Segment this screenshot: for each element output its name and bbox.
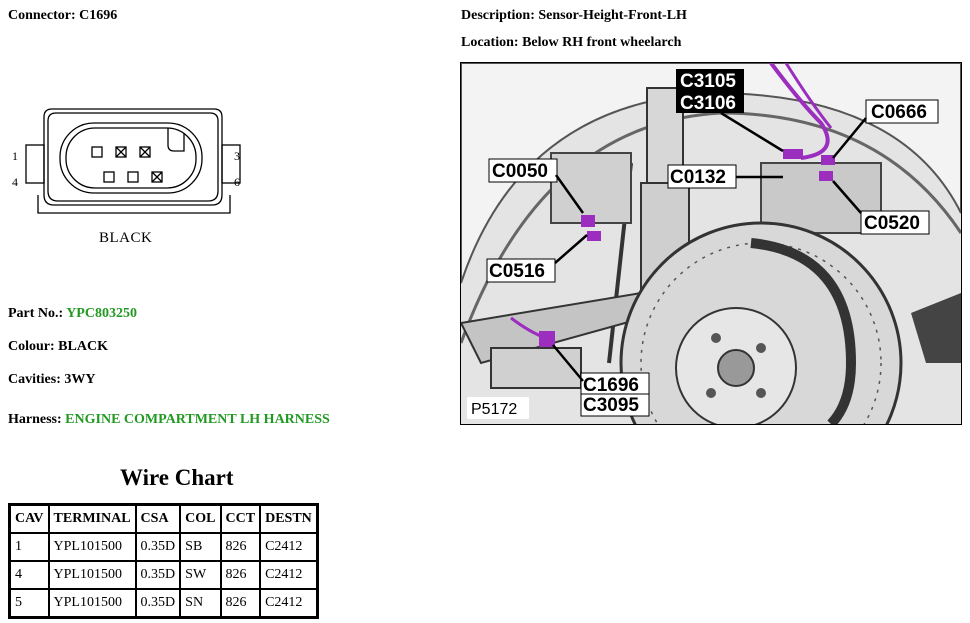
pin-number-1: 1 (12, 149, 18, 163)
cell-col: SB (179, 532, 222, 562)
table-row: 4 YPL101500 0.35D SW 826 C2412 (8, 560, 319, 590)
cell-cct: 826 (219, 532, 262, 562)
location-photo: C3105 C3106 C0666 C0050 C0132 C0520 C051… (460, 62, 962, 425)
colour-line: Colour: BLACK (8, 339, 108, 355)
cell-cav: 5 (8, 588, 50, 619)
description-label: Description: (461, 8, 535, 23)
cell-csa: 0.35D (134, 560, 182, 590)
wire-chart-table: CAV TERMINAL CSA COL CCT DESTN 1 YPL1015… (8, 503, 319, 619)
connector-value: C1696 (79, 8, 118, 23)
connector-label: Connector: (8, 8, 76, 23)
cell-cct: 826 (219, 588, 262, 619)
callout-c0666: C0666 (871, 102, 927, 123)
callout-c0520: C0520 (864, 213, 920, 234)
col-col: COL (179, 503, 222, 534)
table-row: 1 YPL101500 0.35D SB 826 C2412 (8, 532, 319, 562)
cavities-label: Cavities: (8, 372, 61, 387)
part-number-link[interactable]: YPC803250 (66, 306, 137, 321)
photo-reference: P5172 (471, 401, 517, 418)
table-header-row: CAV TERMINAL CSA COL CCT DESTN (8, 503, 319, 534)
cell-csa: 0.35D (134, 588, 182, 619)
description-line: Description: Sensor-Height-Front-LH (461, 8, 687, 24)
cell-col: SN (179, 588, 222, 619)
table-row: 5 YPL101500 0.35D SN 826 C2412 (8, 588, 319, 619)
harness-label: Harness: (8, 412, 62, 427)
callout-c0132: C0132 (670, 167, 726, 188)
cell-cav: 4 (8, 560, 50, 590)
diagram-colour-label: BLACK (99, 230, 153, 246)
harness-link[interactable]: ENGINE COMPARTMENT LH HARNESS (65, 412, 330, 427)
cell-col: SW (179, 560, 222, 590)
cell-terminal: YPL101500 (47, 560, 137, 590)
description-value: Sensor-Height-Front-LH (538, 8, 687, 23)
connector-face-diagram: 1 4 3 6 (12, 108, 241, 214)
harness-line: Harness: ENGINE COMPARTMENT LH HARNESS (8, 412, 330, 428)
cell-cct: 826 (219, 560, 262, 590)
callout-c0516: C0516 (489, 261, 545, 282)
part-label: Part No.: (8, 306, 64, 321)
col-destn: DESTN (259, 503, 319, 534)
callout-c3105: C3105 (680, 71, 736, 92)
callout-c0050: C0050 (492, 161, 548, 182)
col-cct: CCT (219, 503, 262, 534)
pin-number-3: 3 (234, 149, 240, 163)
callout-c1696: C1696 (583, 375, 639, 396)
colour-label: Colour: (8, 339, 55, 354)
connector-line: Connector: C1696 (8, 8, 117, 24)
location-value: Below RH front wheelarch (522, 35, 682, 50)
col-terminal: TERMINAL (47, 503, 137, 534)
cavities-line: Cavities: 3WY (8, 372, 96, 388)
col-cav: CAV (8, 503, 50, 534)
location-label: Location: (461, 35, 519, 50)
colour-value: BLACK (58, 339, 108, 354)
cell-destn: C2412 (259, 560, 319, 590)
part-line: Part No.: YPC803250 (8, 306, 137, 322)
cavities-value: 3WY (64, 372, 96, 387)
cell-destn: C2412 (259, 588, 319, 619)
cell-cav: 1 (8, 532, 50, 562)
callout-c3106: C3106 (680, 93, 736, 114)
cell-csa: 0.35D (134, 532, 182, 562)
location-line: Location: Below RH front wheelarch (461, 35, 681, 51)
pin-number-4: 4 (12, 175, 18, 189)
cell-terminal: YPL101500 (47, 532, 137, 562)
callout-c3095: C3095 (583, 395, 639, 416)
pin-number-6: 6 (234, 175, 240, 189)
cell-destn: C2412 (259, 532, 319, 562)
wire-chart-title: Wire Chart (120, 465, 234, 490)
cell-terminal: YPL101500 (47, 588, 137, 619)
col-csa: CSA (134, 503, 182, 534)
